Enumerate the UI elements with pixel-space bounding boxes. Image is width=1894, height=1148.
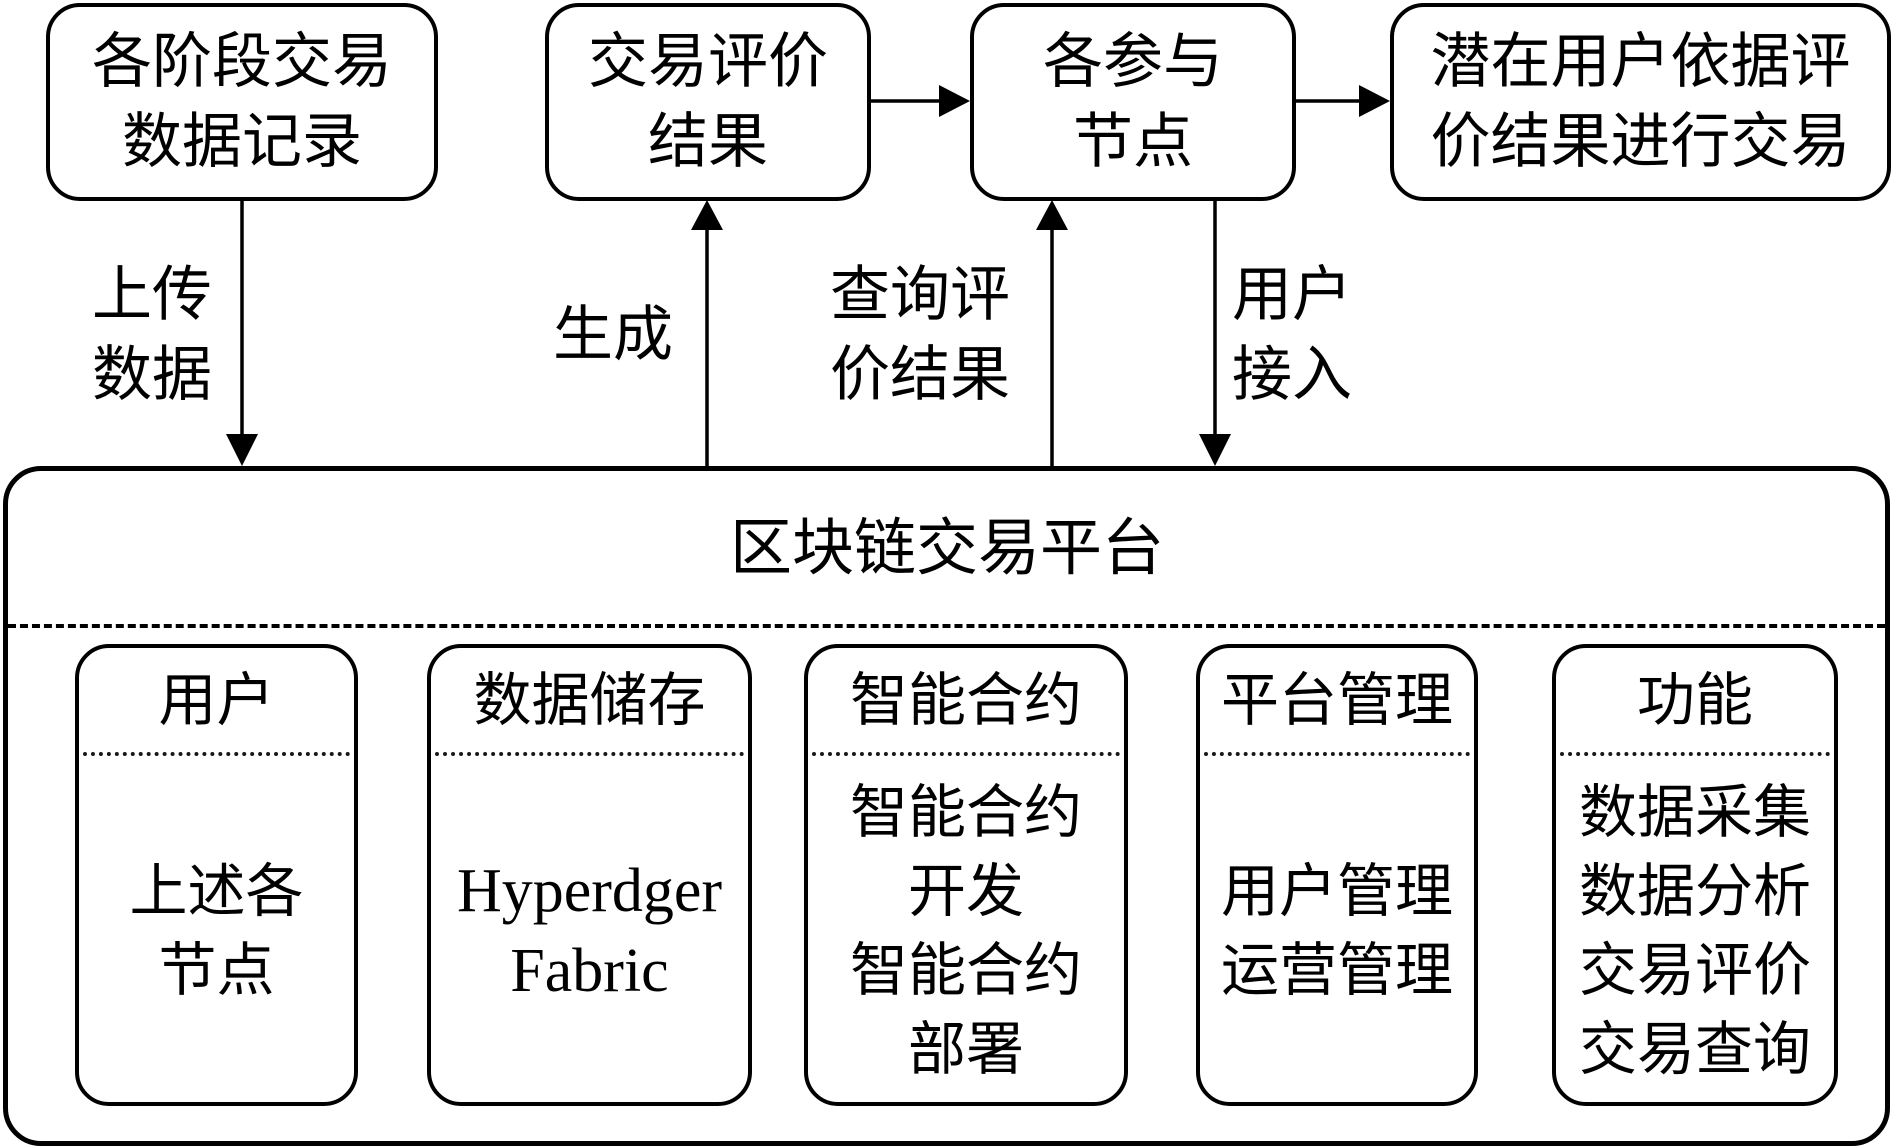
module-item: 交易评价 [1578, 936, 1811, 1004]
module-title: 用户 [158, 666, 275, 734]
arrowhead-up-icon [1036, 200, 1068, 230]
module-item: 数据采集 [1578, 778, 1811, 846]
box-text-line: 各参与 [1043, 27, 1223, 97]
module-item: 智能合约 [849, 936, 1082, 1004]
label-line: 接入 [1232, 340, 1352, 410]
module-divider [1560, 752, 1830, 756]
module-title: 数据储存 [473, 666, 706, 734]
module-item: 开发 [907, 857, 1024, 925]
box-text-line: 数据记录 [122, 107, 362, 177]
module-item: 数据分析 [1578, 857, 1811, 925]
box-text-line: 交易评价 [588, 27, 828, 97]
arrowhead-down-icon [226, 434, 258, 466]
platform-title: 区块链交易平台 [729, 511, 1164, 584]
box-potential-users-trade: 潜在用户依据评 价结果进行交易 [1390, 3, 1891, 201]
module-divider [1204, 752, 1470, 756]
module-users: 用户 上述各 节点 [75, 644, 358, 1106]
arrowhead-up-icon [691, 200, 723, 230]
module-smart-contract: 智能合约 智能合约 开发 智能合约 部署 [804, 644, 1128, 1106]
module-divider [435, 752, 744, 756]
module-item: Fabric [510, 937, 669, 1005]
box-stage-trade-records: 各阶段交易 数据记录 [46, 3, 438, 201]
label-line: 用户 [1232, 260, 1352, 330]
module-item: Hyperdger [456, 857, 723, 925]
label-line: 查询评 [830, 260, 1010, 330]
arrowhead-down-icon [1199, 434, 1231, 466]
module-title: 功能 [1636, 666, 1753, 734]
label-generate: 生成 [553, 295, 673, 375]
label-line: 上传 [92, 260, 212, 330]
module-body: 智能合约 开发 智能合约 部署 [808, 760, 1124, 1102]
module-item: 部署 [907, 1015, 1024, 1083]
module-platform-management: 平台管理 用户管理 运营管理 [1196, 644, 1478, 1106]
arrowhead-right-icon [1359, 85, 1390, 117]
label-user-access: 用户 接入 [1232, 255, 1352, 415]
module-item: 交易查询 [1578, 1015, 1811, 1083]
module-body: Hyperdger Fabric [431, 760, 748, 1102]
blockchain-platform [3, 466, 1890, 1146]
box-participating-nodes: 各参与 节点 [970, 3, 1296, 201]
module-divider [812, 752, 1120, 756]
arrowhead-right-icon [939, 85, 970, 117]
module-functions: 功能 数据采集 数据分析 交易评价 交易查询 [1552, 644, 1838, 1106]
module-item: 节点 [158, 936, 275, 1004]
box-text-line: 价结果进行交易 [1430, 107, 1851, 177]
label-line: 生成 [553, 300, 673, 370]
box-text-line: 节点 [1073, 107, 1193, 177]
box-trade-evaluation-result: 交易评价 结果 [545, 3, 871, 201]
label-query-result: 查询评 价结果 [830, 255, 1010, 415]
label-line: 数据 [92, 340, 212, 410]
module-body: 数据采集 数据分析 交易评价 交易查询 [1556, 760, 1834, 1102]
label-upload-data: 上传 数据 [92, 255, 212, 415]
module-body: 上述各 节点 [79, 760, 354, 1102]
box-text-line: 各阶段交易 [92, 27, 392, 97]
platform-divider [8, 624, 1885, 628]
module-body: 用户管理 运营管理 [1200, 760, 1474, 1102]
module-item: 运营管理 [1220, 936, 1453, 1004]
module-divider [83, 752, 350, 756]
module-title: 平台管理 [1220, 666, 1453, 734]
module-item: 智能合约 [849, 778, 1082, 846]
module-title: 智能合约 [849, 666, 1082, 734]
box-text-line: 结果 [648, 107, 768, 177]
module-data-storage: 数据储存 Hyperdger Fabric [427, 644, 752, 1106]
module-item: 上述各 [129, 857, 304, 925]
label-line: 价结果 [830, 340, 1010, 410]
box-text-line: 潜在用户依据评 [1430, 27, 1851, 97]
module-item: 用户管理 [1220, 857, 1453, 925]
